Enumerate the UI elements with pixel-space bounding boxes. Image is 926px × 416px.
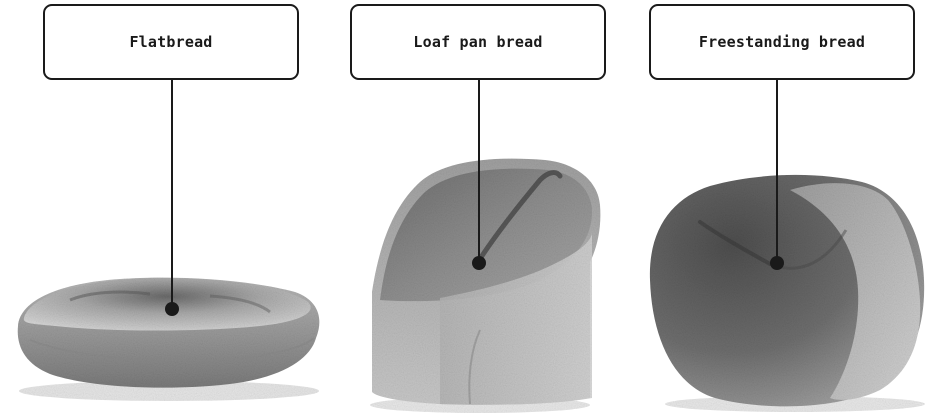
flatbread-leader-dot xyxy=(165,302,179,316)
freestanding-bread-image xyxy=(650,175,925,412)
loaf-pan-bread-label-text: Loaf pan bread xyxy=(413,33,542,51)
flatbread-image xyxy=(18,278,320,401)
freestanding-bread-label: Freestanding bread xyxy=(649,4,915,80)
flatbread-label-text: Flatbread xyxy=(129,33,212,51)
loaf-pan-bread-image xyxy=(370,159,600,413)
loaf-pan-bread-label: Loaf pan bread xyxy=(350,4,606,80)
freestanding-leader-dot xyxy=(770,256,784,270)
loaf-pan-leader-dot xyxy=(472,256,486,270)
freestanding-bread-label-text: Freestanding bread xyxy=(699,33,865,51)
flatbread-label: Flatbread xyxy=(43,4,299,80)
